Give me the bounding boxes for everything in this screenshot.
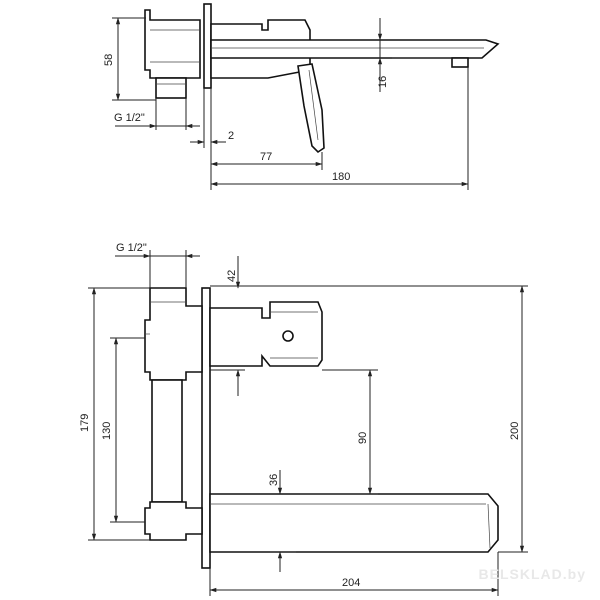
dim-thread-top: G 1/2" (114, 112, 145, 124)
front-valve-body (209, 301, 323, 367)
dim-204: 204 (342, 577, 360, 589)
front-spout (209, 493, 499, 553)
vertical-pipe (151, 379, 183, 503)
dim-58: 58 (103, 54, 115, 66)
indicator-dot (282, 330, 294, 342)
dim-180: 180 (332, 171, 350, 183)
aerator (451, 57, 469, 68)
dim-130: 130 (101, 422, 113, 440)
top-fitting (144, 287, 203, 381)
spout (210, 39, 500, 59)
dim-2: 2 (228, 130, 234, 142)
dim-36: 36 (268, 474, 280, 486)
dim-179: 179 (79, 414, 91, 432)
dim-77: 77 (260, 151, 272, 163)
dim-42: 42 (226, 270, 238, 282)
lever-handle (297, 63, 325, 154)
front-view: G 1/2" 42 179 130 90 36 200 (79, 242, 528, 596)
dim-90: 90 (357, 432, 369, 444)
dim-16: 16 (377, 76, 389, 88)
front-wall-plate (201, 287, 211, 569)
rear-body (144, 9, 201, 79)
wall-plate (203, 3, 212, 89)
inlet-nipple (155, 77, 187, 99)
dim-thread-front: G 1/2" (116, 242, 147, 254)
watermark: BELSKLAD.by (478, 566, 586, 582)
bottom-fitting (144, 501, 203, 541)
top-view: 58 16 G 1/2" 2 77 180 (103, 3, 500, 190)
dim-200: 200 (509, 422, 521, 440)
